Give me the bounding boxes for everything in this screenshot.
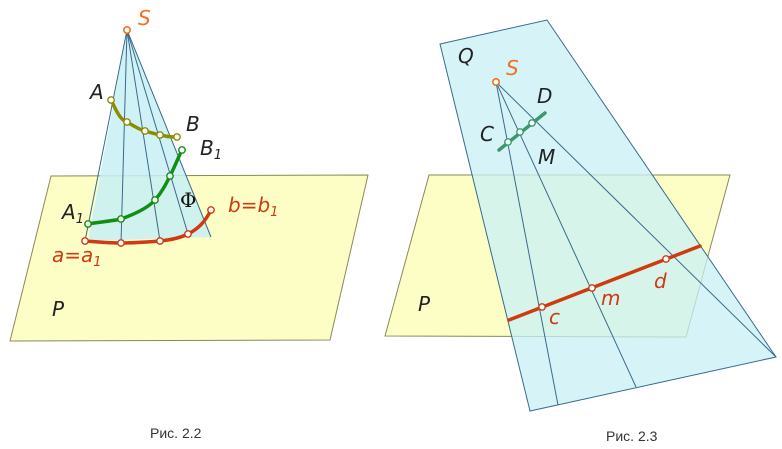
label-plane-p-left: P bbox=[52, 297, 65, 321]
label-a1: A1 bbox=[60, 200, 84, 227]
caption-fig-2-3: Рис. 2.3 bbox=[606, 428, 658, 444]
points-curve-a-b bbox=[107, 96, 181, 141]
label-d-upper: D bbox=[537, 84, 552, 108]
points-curve-a-b-projection bbox=[81, 206, 215, 247]
figure-2-2: S A B B1 A1 Φ b=b1 a=a1 P Рис. 2.2 bbox=[9, 6, 369, 441]
label-plane-p-right: P bbox=[418, 292, 431, 316]
label-apex-s: S bbox=[138, 6, 151, 30]
label-c-lower: c bbox=[549, 305, 560, 329]
apex-point-right bbox=[491, 78, 500, 87]
label-d-lower: d bbox=[654, 269, 667, 293]
figure-2-3: Q S D C M d m c P Рис. 2.3 bbox=[384, 19, 777, 444]
label-c-upper: C bbox=[480, 122, 494, 146]
label-plane-q: Q bbox=[458, 44, 474, 68]
label-m-lower: m bbox=[601, 286, 620, 310]
points-curve-a1-b1 bbox=[84, 146, 186, 228]
label-apex-s-right: S bbox=[506, 56, 519, 80]
label-m-upper: M bbox=[538, 145, 555, 169]
conic-surface bbox=[88, 30, 211, 241]
points-cd bbox=[504, 119, 536, 146]
label-a-eq-a1: a=a1 bbox=[52, 243, 102, 270]
label-phi: Φ bbox=[180, 188, 196, 212]
label-b1: B1 bbox=[200, 136, 222, 163]
caption-fig-2-2: Рис. 2.2 bbox=[150, 425, 202, 441]
points-cmd bbox=[538, 255, 670, 311]
apex-point-left bbox=[123, 25, 132, 34]
label-a: A bbox=[88, 80, 104, 104]
label-b: B bbox=[186, 112, 200, 136]
label-b-eq-b1: b=b1 bbox=[228, 193, 278, 220]
plane-q bbox=[439, 19, 777, 412]
generatrices-left bbox=[84, 29, 212, 244]
